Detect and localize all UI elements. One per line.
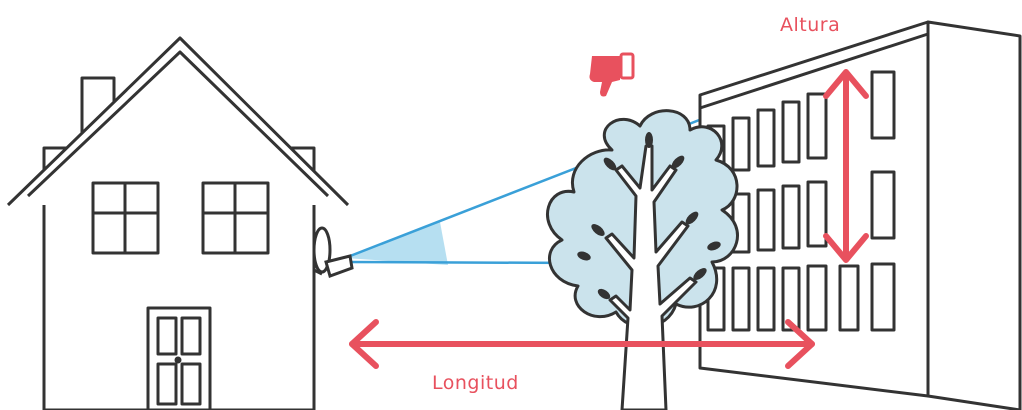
satellite-dish-icon — [314, 228, 352, 276]
building-icon — [700, 22, 1020, 410]
thumbs-down-icon — [590, 54, 634, 97]
house-icon — [8, 38, 348, 410]
house-window-right — [203, 183, 268, 253]
length-label: Longitud — [432, 372, 519, 394]
house-window-left — [93, 183, 158, 253]
height-label: Altura — [780, 14, 840, 36]
house-door — [148, 308, 210, 410]
